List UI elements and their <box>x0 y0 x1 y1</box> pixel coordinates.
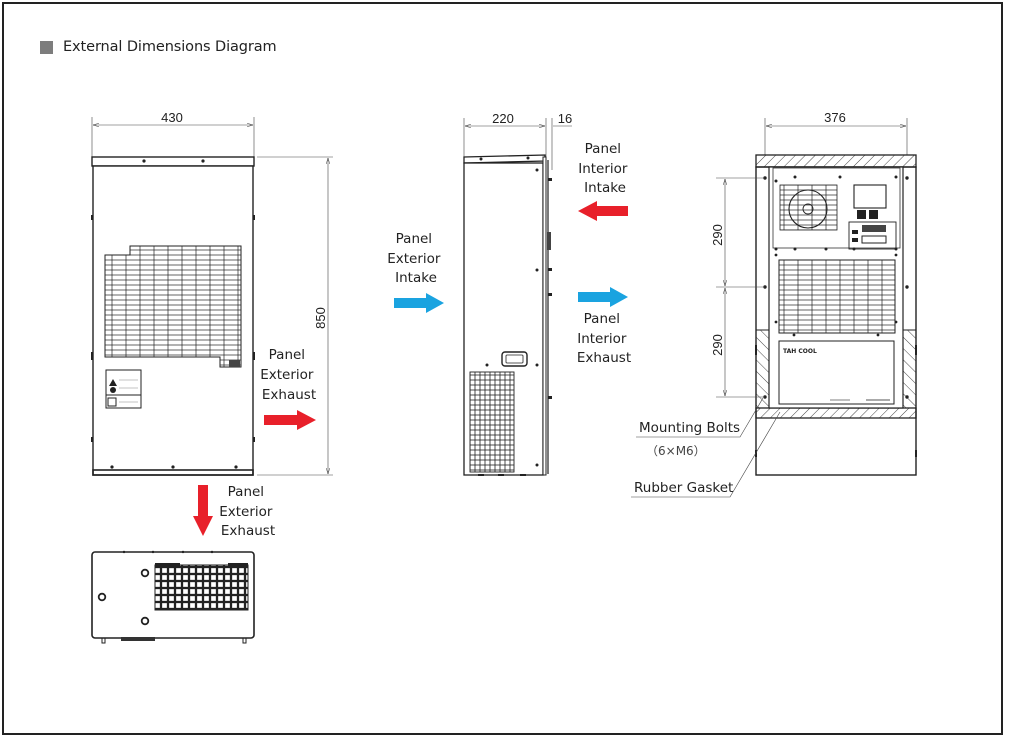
control-button <box>869 210 878 219</box>
leader-rubber-gasket <box>631 411 781 498</box>
drain-hole-icon <box>140 616 150 626</box>
section-title: External Dimensions Diagram <box>63 39 277 55</box>
label-front-exhaust: Panel Exterior Exhaust <box>260 347 318 403</box>
drain-hole-icon <box>140 568 150 578</box>
label-interior-exhaust: Panel Interior Exhaust <box>577 311 631 366</box>
dim-height: 850 <box>313 307 328 329</box>
rear-view: 376 <box>631 110 917 498</box>
dim-side-depth: 220 <box>492 111 514 126</box>
cable-connector <box>121 637 155 641</box>
rear-grille <box>778 259 896 334</box>
bottom-view <box>91 550 255 644</box>
label-bottom-exhaust: Panel Exterior Exhaust <box>219 484 277 539</box>
front-badge <box>229 360 240 367</box>
dim-lower-pitch: 290 <box>710 334 725 356</box>
dim-side-flange: 16 <box>558 111 572 126</box>
callout-mounting-bolts: Mounting Bolts <box>639 420 740 436</box>
side-handle <box>501 351 528 367</box>
control-button <box>857 210 866 219</box>
hot-arrow-left-icon <box>578 201 628 221</box>
side-view: 220 16 Panel Exterior Intake Panel Inter… <box>387 111 632 476</box>
hot-arrow-down-icon <box>193 485 213 536</box>
label-exterior-intake: Panel Exterior Intake <box>387 231 445 286</box>
callout-rubber-gasket: Rubber Gasket <box>634 480 733 496</box>
side-flange <box>542 156 547 476</box>
label-interior-intake: Panel Interior Intake <box>578 141 632 196</box>
fan-guard <box>779 184 838 231</box>
dim-upper-pitch: 290 <box>710 224 725 246</box>
leader-mounting-bolts <box>636 397 764 438</box>
side-grille <box>469 371 515 473</box>
gasket-left <box>755 329 770 409</box>
bottom-rail <box>92 469 254 476</box>
section-heading: External Dimensions Diagram <box>40 39 277 55</box>
fan-icon <box>788 189 828 229</box>
hot-arrow-right-icon <box>264 410 316 430</box>
dim-front-width: 430 <box>161 110 183 125</box>
drain-hole-icon <box>97 592 107 602</box>
gasket-right <box>902 329 917 409</box>
heading-square-icon <box>40 40 53 54</box>
gasket-bottom <box>755 407 917 419</box>
cool-arrow-intake-icon <box>394 293 444 313</box>
front-view: 430 850 Panel Exteri <box>91 110 333 539</box>
terminal-block <box>848 221 897 250</box>
bottom-grille <box>154 564 249 611</box>
gasket-top <box>755 154 917 168</box>
front-grille <box>104 245 242 368</box>
side-top-cap <box>463 154 546 164</box>
cool-arrow-exhaust-icon <box>578 287 628 307</box>
controller-display <box>853 184 887 209</box>
top-cap <box>91 156 255 167</box>
nameplate-brand: TAH COOL <box>783 348 817 355</box>
callout-bolt-spec: （6×M6） <box>646 444 706 458</box>
nameplate <box>778 340 895 405</box>
dim-rear-width: 376 <box>824 110 846 125</box>
warning-label <box>105 369 142 409</box>
